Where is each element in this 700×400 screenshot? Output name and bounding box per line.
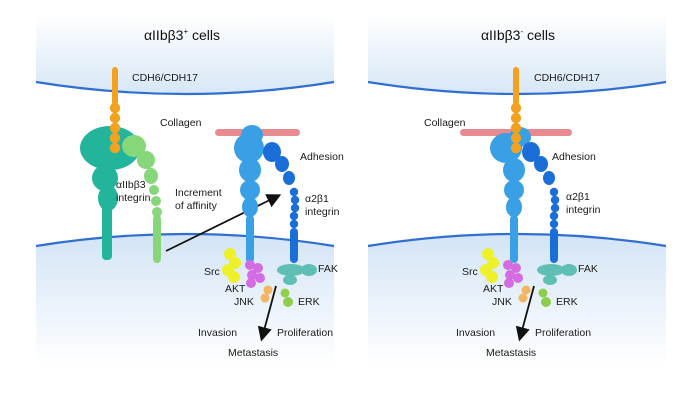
right-metastasis-arrow	[515, 285, 535, 342]
left-invasion-label: Invasion	[198, 327, 237, 339]
right-lower-cell	[368, 234, 666, 365]
left-src-molecule	[222, 248, 241, 283]
right-fak-molecule	[537, 264, 577, 285]
right-erk-label: ERK	[556, 296, 578, 308]
right-fak-label: FAK	[578, 263, 598, 275]
right-akt-label: AKT	[483, 283, 504, 295]
right-jnk-label: JNK	[492, 296, 512, 308]
left-erk-molecule	[280, 288, 293, 307]
right-src-label: Src	[462, 266, 478, 278]
left-jnk-molecule	[260, 285, 273, 303]
left-fak-molecule	[277, 264, 317, 285]
right-title: αIIbβ3- cells	[481, 27, 555, 43]
left-b3-subunit	[122, 135, 162, 263]
left-a2-subunit	[234, 125, 264, 263]
left-b1-subunit	[263, 142, 300, 263]
left-akt-label: AKT	[225, 283, 246, 295]
left-adhesion-label: Adhesion	[300, 151, 344, 163]
left-increment-arrow	[165, 194, 282, 252]
right-cdh-label: CDH6/CDH17	[534, 72, 600, 84]
right-akt-molecule	[503, 260, 523, 288]
left-a2b1-label: α2β1 integrin	[305, 193, 340, 218]
left-panel: αIIbβ3+ cells Collagen	[35, 14, 344, 365]
right-erk-molecule	[538, 288, 551, 307]
left-cdh-chain	[109, 67, 121, 154]
right-jnk-molecule	[518, 285, 531, 303]
right-upper-cell	[368, 14, 666, 94]
right-proliferation-label: Proliferation	[535, 327, 591, 339]
left-metastasis-arrow	[257, 285, 277, 342]
left-src-label: Src	[204, 266, 220, 278]
right-panel: αIIbβ3- cells Collagen	[367, 14, 667, 365]
left-proliferation-label: Proliferation	[277, 327, 333, 339]
left-jnk-label: JNK	[234, 296, 254, 308]
right-b1-subunit	[522, 142, 560, 263]
right-collagen-label: Collagen	[424, 117, 466, 129]
right-src-molecule	[480, 248, 499, 283]
left-cdh-label: CDH6/CDH17	[132, 72, 198, 84]
right-a2b1-label: α2β1 integrin	[566, 191, 601, 216]
left-increment-label: Increment of affinity	[175, 187, 225, 212]
left-akt-molecule	[245, 260, 265, 288]
left-erk-label: ERK	[298, 296, 320, 308]
right-metastasis-label: Metastasis	[486, 347, 536, 359]
right-adhesion-label: Adhesion	[552, 151, 596, 163]
left-title: αIIbβ3+ cells	[144, 27, 220, 43]
right-cdh-chain	[510, 67, 522, 154]
left-aiib-label: αIIbβ3 integrin	[116, 179, 151, 204]
left-fak-label: FAK	[318, 263, 338, 275]
left-upper-cell	[36, 14, 334, 94]
right-invasion-label: Invasion	[456, 327, 495, 339]
left-upper-membrane	[35, 80, 335, 96]
left-collagen-label: Collagen	[160, 117, 202, 129]
left-metastasis-label: Metastasis	[228, 347, 278, 359]
